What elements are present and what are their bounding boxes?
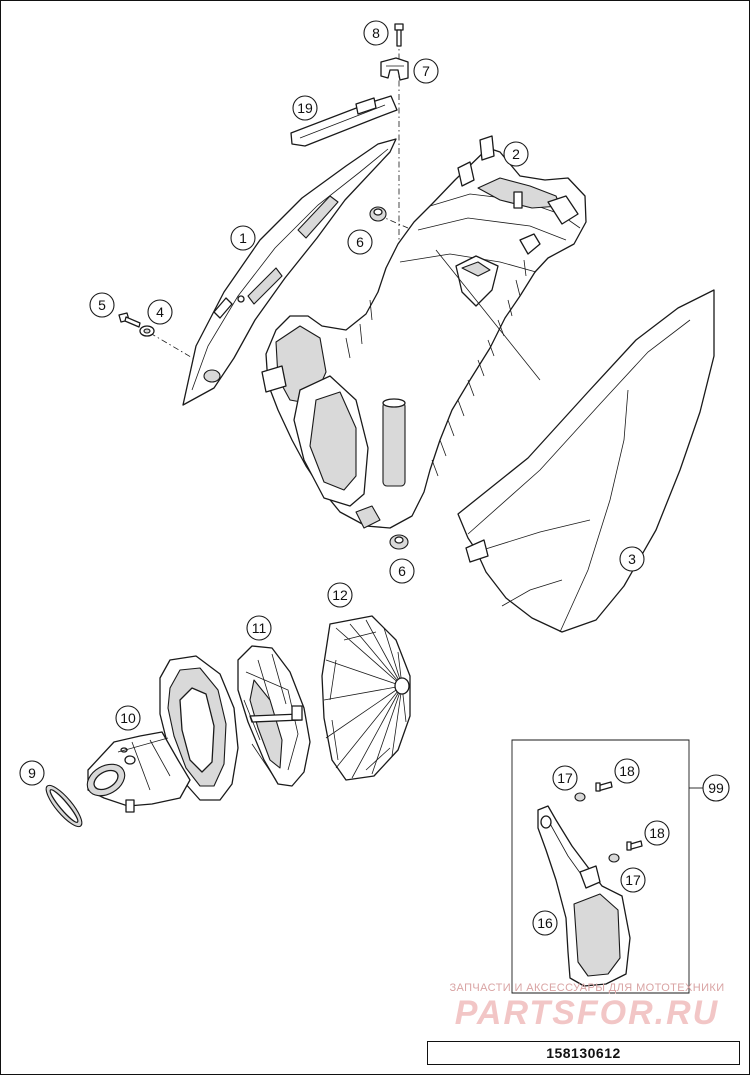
part-2-airbox bbox=[261, 135, 587, 529]
callout-11: 11 bbox=[246, 615, 272, 641]
callout-9: 9 bbox=[19, 760, 45, 786]
svg-text:7: 7 bbox=[422, 63, 430, 79]
callout-2: 2 bbox=[503, 141, 529, 167]
kit-99-bracket-box bbox=[511, 739, 703, 994]
callout-18-lower: 18 bbox=[644, 820, 670, 846]
svg-text:17: 17 bbox=[557, 770, 573, 786]
svg-text:18: 18 bbox=[649, 825, 665, 841]
callout-17-lower: 17 bbox=[620, 867, 646, 893]
part-3-side-cover bbox=[457, 289, 715, 633]
callout-6-lower: 6 bbox=[389, 558, 415, 584]
svg-text:10: 10 bbox=[120, 710, 136, 726]
part-9-hose-clamp bbox=[45, 784, 83, 828]
svg-text:2: 2 bbox=[512, 146, 520, 162]
svg-text:18: 18 bbox=[619, 763, 635, 779]
callout-16: 16 bbox=[532, 910, 558, 936]
callout-18-upper: 18 bbox=[614, 758, 640, 784]
part-17-washer-upper bbox=[574, 792, 586, 802]
svg-text:6: 6 bbox=[398, 563, 406, 579]
part-1-side-cover bbox=[182, 138, 397, 406]
part-6-grommet-upper bbox=[369, 206, 387, 222]
svg-text:5: 5 bbox=[98, 297, 106, 313]
svg-text:4: 4 bbox=[156, 304, 164, 320]
callout-8: 8 bbox=[363, 20, 389, 46]
part-5-screw bbox=[118, 312, 141, 328]
part-10-filter-holder bbox=[86, 655, 239, 813]
svg-text:3: 3 bbox=[628, 551, 636, 567]
callout-5: 5 bbox=[89, 292, 115, 318]
svg-text:11: 11 bbox=[252, 620, 267, 636]
reference-number: 158130612 bbox=[546, 1045, 621, 1061]
svg-text:6: 6 bbox=[356, 234, 364, 250]
callout-1: 1 bbox=[230, 225, 256, 251]
part-19-bracket bbox=[290, 95, 398, 147]
callout-99: 99 bbox=[702, 774, 730, 802]
callout-3: 3 bbox=[619, 546, 645, 572]
part-18-screw-lower bbox=[626, 840, 643, 851]
part-8-screw bbox=[394, 23, 404, 47]
callout-7: 7 bbox=[413, 58, 439, 84]
part-11-filter-cage bbox=[237, 645, 311, 787]
callout-17-upper: 17 bbox=[552, 765, 578, 791]
part-12-air-filter bbox=[321, 615, 411, 781]
callout-10: 10 bbox=[115, 705, 141, 731]
callout-4: 4 bbox=[147, 299, 173, 325]
part-6-grommet-lower bbox=[389, 534, 409, 550]
reference-number-box: 158130612 bbox=[427, 1041, 740, 1065]
callout-6-upper: 6 bbox=[347, 229, 373, 255]
part-4-washer bbox=[139, 325, 155, 337]
svg-text:19: 19 bbox=[297, 100, 313, 116]
screw-axis-line bbox=[149, 332, 197, 361]
svg-text:9: 9 bbox=[28, 765, 36, 781]
svg-text:99: 99 bbox=[708, 780, 724, 796]
part-16-bracket bbox=[537, 805, 631, 987]
svg-text:12: 12 bbox=[332, 587, 348, 603]
svg-text:16: 16 bbox=[537, 915, 553, 931]
svg-text:17: 17 bbox=[625, 872, 641, 888]
svg-text:8: 8 bbox=[372, 25, 380, 41]
callout-12: 12 bbox=[327, 582, 353, 608]
part-7-clip bbox=[380, 57, 409, 81]
svg-text:1: 1 bbox=[239, 230, 247, 246]
part-17-washer-lower bbox=[608, 853, 620, 863]
part-18-screw-upper bbox=[595, 781, 613, 792]
callout-19: 19 bbox=[292, 95, 318, 121]
